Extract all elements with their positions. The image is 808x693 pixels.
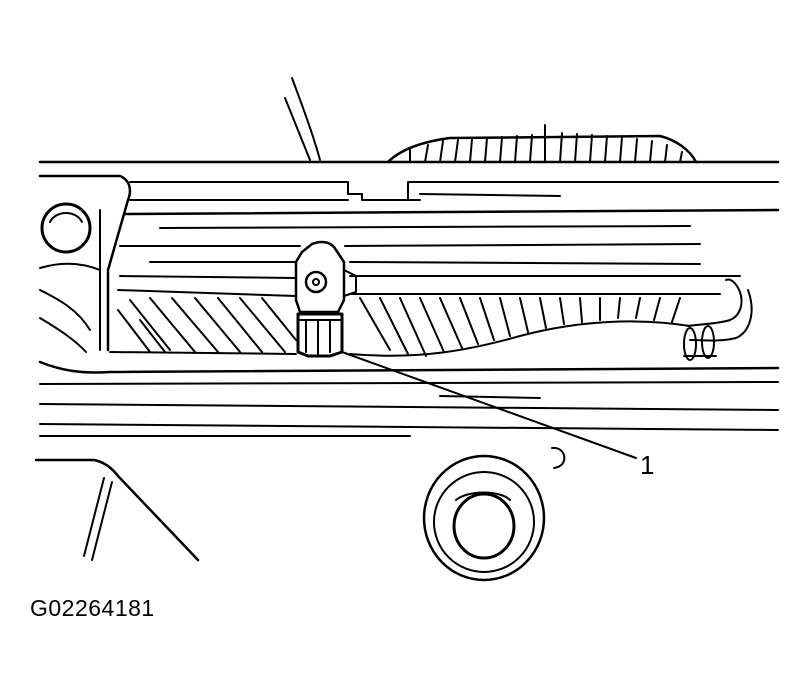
lower-round-fitting [422,454,546,582]
right-hose [683,278,753,361]
ribbed-top-cover [386,124,698,164]
hatched-channel [109,289,721,357]
lower-left-strut [34,458,200,562]
connector [294,240,357,358]
lower-frame-rails [38,360,780,437]
small-hook [551,446,566,469]
frame-rails [38,160,780,279]
upper-curved-rod [284,77,321,161]
figure-id: G02264181 [30,595,155,621]
callout-label-1: 1 [640,450,655,480]
left-mount-bracket [38,174,132,353]
